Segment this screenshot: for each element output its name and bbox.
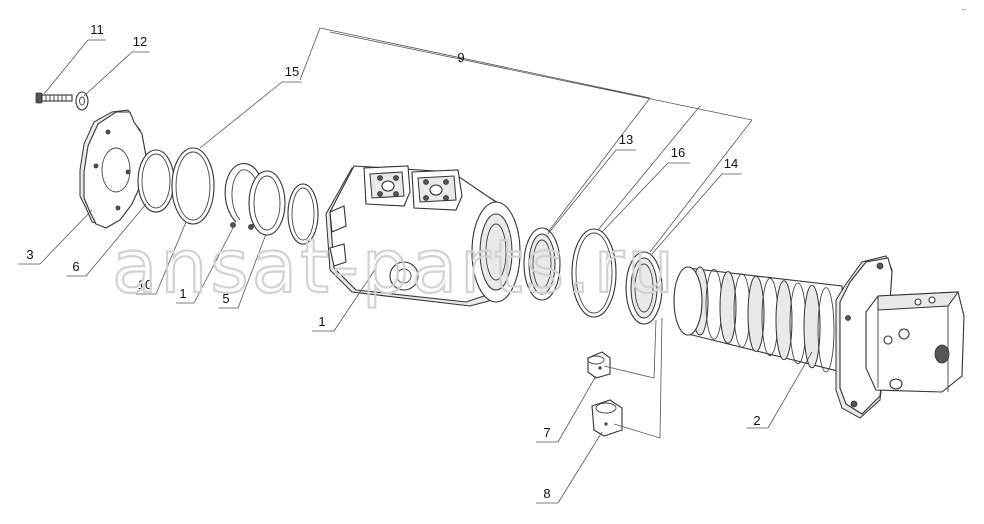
callout-c14: 14 <box>724 156 738 171</box>
callout-c16: 16 <box>671 145 685 160</box>
callout-c9: 9 <box>457 50 464 65</box>
part-oring-16 <box>571 228 617 318</box>
callout-c15: 15 <box>285 64 299 79</box>
callout-c5: 5 <box>222 291 229 306</box>
callout-c8: 8 <box>543 486 550 501</box>
callout-c10: 10 <box>138 277 152 292</box>
shaft-groove <box>803 284 821 369</box>
part-ring-15 <box>287 183 319 245</box>
corner-mark: ⌐ <box>962 5 967 14</box>
part-plug-8 <box>591 399 623 437</box>
callout-c1b: 1 <box>318 314 325 329</box>
leader-lines <box>18 27 813 504</box>
part-end-cover <box>79 109 147 229</box>
part-seal-13 <box>523 227 561 301</box>
part-housing-body <box>325 165 521 307</box>
callout-c6: 6 <box>72 259 79 274</box>
shaft-groove <box>775 280 793 361</box>
shaft-groove <box>747 275 765 352</box>
callout-c13: 13 <box>619 132 633 147</box>
callout-c7: 7 <box>543 425 550 440</box>
part-washer <box>75 91 89 111</box>
watermark-text: ansat-parts.ru <box>112 224 677 310</box>
callout-c3: 3 <box>26 247 33 262</box>
part-seal-14 <box>625 251 663 325</box>
part-rotor-shaft <box>673 255 965 419</box>
shaft-groove <box>817 287 835 373</box>
shaft-groove <box>719 271 737 344</box>
callout-c11: 11 <box>90 22 104 37</box>
callout-c2: 2 <box>753 413 760 428</box>
callout-c1a: 1 <box>179 286 186 301</box>
callout-c12: 12 <box>133 34 147 49</box>
part-bolt <box>35 92 73 104</box>
part-ring-5 <box>248 170 286 236</box>
part-oring-10 <box>171 147 215 225</box>
part-ring-6 <box>137 149 175 213</box>
part-plug-7 <box>587 351 611 379</box>
